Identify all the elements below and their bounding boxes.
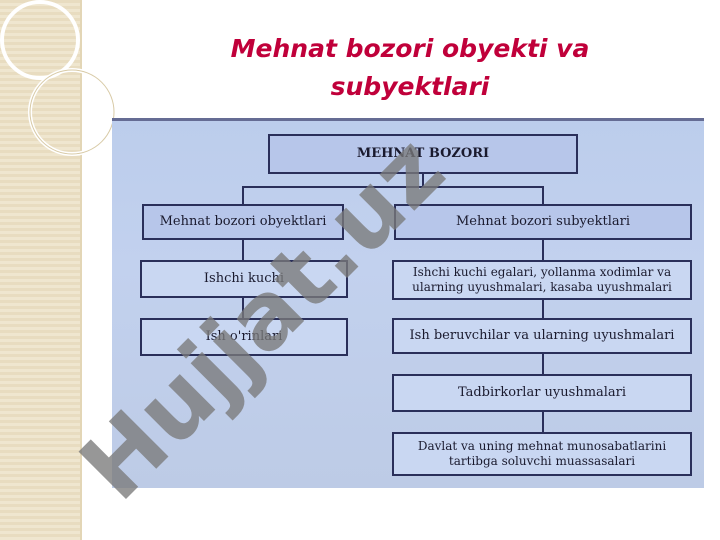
connector-root [422,173,424,187]
decorative-circles [0,0,116,156]
photo-top-edge [112,118,704,121]
diagram-root-box: MEHNAT BOZORI [268,134,578,174]
connector-right-4 [542,412,544,432]
connector-left [242,186,244,204]
slide-title-line1: Mehnat bozori obyekti va [230,34,590,63]
right-item-box: Ishchi kuchi egalari, yollanma xodimlar … [392,260,692,300]
left-header-box: Mehnat bozori obyektlari [142,204,344,240]
left-item-box: Ish o'rinlari [140,318,348,356]
left-item-box: Ishchi kuchi [140,260,348,298]
connector-right-1 [542,240,544,260]
connector-left-2 [242,298,244,318]
connector-left-1 [242,240,244,260]
connector-right-2 [542,300,544,318]
decorative-left-strip [0,0,82,540]
connector-right [542,186,544,204]
slide-title: Mehnat bozori obyekti va subyektlari [190,30,630,106]
right-item-box: Davlat va uning mehnat munosabatlarini t… [392,432,692,476]
right-header-box: Mehnat bozori subyektlari [394,204,692,240]
slide-title-line2: subyektlari [330,72,490,101]
diagram-photo: MEHNAT BOZORI Mehnat bozori obyektlari I… [112,118,704,488]
right-item-box: Tadbirkorlar uyushmalari [392,374,692,412]
right-item-box: Ish beruvchilar va ularning uyushmalari [392,318,692,354]
connector-horizontal [242,186,542,188]
connector-right-3 [542,354,544,374]
